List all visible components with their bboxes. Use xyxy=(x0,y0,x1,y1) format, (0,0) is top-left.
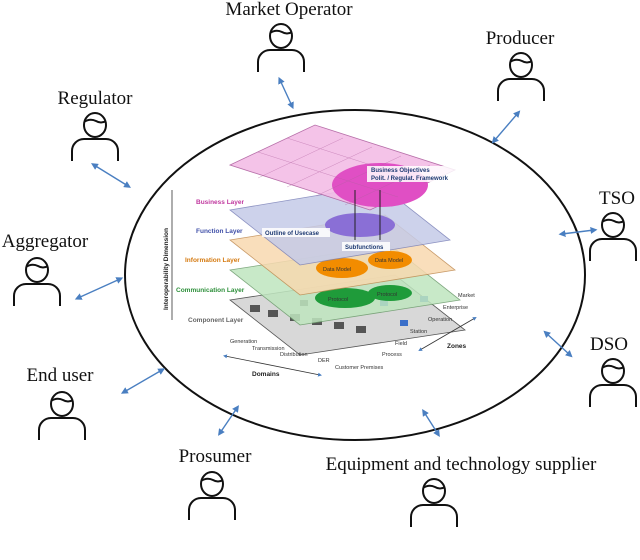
data-model-label-2: Data Model xyxy=(375,258,403,264)
prosumer-label: Prosumer xyxy=(179,446,253,467)
producer-person-icon xyxy=(497,52,545,101)
business-layer-label: Business Layer xyxy=(196,199,245,206)
aggregator-label: Aggregator xyxy=(2,231,89,252)
dso-label: DSO xyxy=(590,334,628,355)
zone-station: Station xyxy=(410,329,427,335)
domain-generation: Generation xyxy=(230,339,257,345)
zone-field: Field xyxy=(395,341,407,347)
stakeholder-arrows xyxy=(74,76,598,437)
domain-transmission: Transmission xyxy=(252,346,285,352)
end-user-person-icon xyxy=(38,391,86,440)
protocol-blob xyxy=(315,288,375,308)
business-objectives-label: Business Objectives xyxy=(371,168,430,174)
data-model-label: Data Model xyxy=(323,267,351,273)
protocol-label-2: Protocol xyxy=(377,292,397,298)
dso-person-icon xyxy=(589,358,637,407)
end-user-label: End user xyxy=(26,365,94,386)
regulator-person-icon xyxy=(71,112,119,161)
zone-enterprise: Enterprise xyxy=(443,305,468,311)
producer-label: Producer xyxy=(486,28,555,49)
zone-market: Market xyxy=(458,293,475,299)
function-blob xyxy=(325,213,395,237)
domain-der: DER xyxy=(318,358,330,364)
equipment-supplier-person-icon xyxy=(410,478,458,527)
function-layer-label: Function Layer xyxy=(196,228,243,235)
tso-person-icon xyxy=(589,212,637,261)
component-layer-label: Component Layer xyxy=(188,317,244,324)
polit-framework-label: Polit. / Regulat. Framework xyxy=(371,176,449,182)
regulator-label: Regulator xyxy=(58,88,134,109)
aggregator-person-icon xyxy=(13,257,61,306)
prosumer-person-icon xyxy=(188,471,236,520)
protocol-blob-2 xyxy=(368,285,412,301)
zone-process: Process xyxy=(382,352,402,358)
interoperability-axis-label: Interoperability Dimension xyxy=(163,228,170,310)
data-model-blob xyxy=(316,258,368,278)
outline-usecase-label: Outline of Usecase xyxy=(265,231,320,237)
domain-distribution: Distribution xyxy=(280,352,308,358)
tso-label: TSO xyxy=(599,188,635,209)
domains-title: Domains xyxy=(252,371,280,378)
subfunctions-label: Subfunctions xyxy=(345,245,384,251)
data-model-blob-2 xyxy=(368,251,412,269)
market-operator-label: Market Operator xyxy=(225,0,353,20)
business-grid xyxy=(257,137,431,206)
equipment-supplier-label: Equipment and technology supplier xyxy=(326,454,597,475)
communication-layer-label: Communication Layer xyxy=(176,287,245,294)
sgam-model: Business Objectives Polit. / Regulat. Fr… xyxy=(163,124,477,378)
central-ellipse xyxy=(124,109,586,441)
zone-operation: Operation xyxy=(428,317,452,323)
zones-title: Zones xyxy=(447,343,467,350)
market-operator-person-icon xyxy=(257,23,305,72)
domain-customer-premises: Customer Premises xyxy=(335,365,384,371)
protocol-label: Protocol xyxy=(328,297,348,303)
information-layer-label: Information Layer xyxy=(185,257,240,264)
